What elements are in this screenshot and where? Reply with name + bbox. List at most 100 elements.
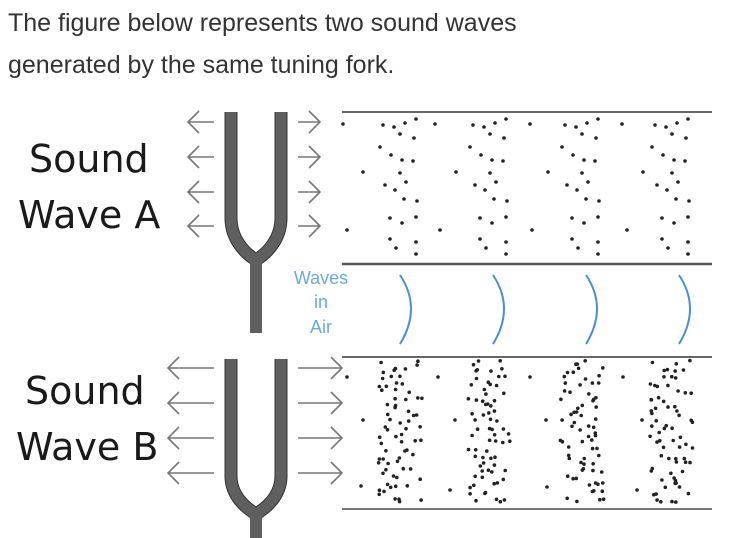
air-particle-dot [413,439,418,443]
air-particle-dot [492,481,497,486]
air-particle-dot [379,441,384,446]
air-particle-dot [596,252,600,256]
air-particle-dot [489,456,493,461]
air-particle-dot [590,489,595,494]
air-particle-dot [567,456,572,461]
air-particle-dot [683,391,688,395]
air-particle-dot [436,375,440,379]
air-particle-dot [580,171,584,175]
air-particle-dot [388,417,392,422]
air-particle-dot [345,375,349,379]
air-particle-dot [470,433,474,438]
air-particle-dot [406,409,411,414]
arrow-right-icon [298,145,322,169]
air-particle-dot [576,366,581,371]
air-particle-dot [414,252,418,256]
air-particle-dot [675,409,679,413]
wavefront-arc-icon [492,274,505,345]
air-particle-dot [596,215,600,219]
air-particle-dot [486,468,491,473]
air-particle-dot [389,374,394,379]
air-particle-dot [568,390,572,395]
air-particle-dot [661,153,665,157]
air-particle-dot [677,413,681,418]
air-particle-dot [504,252,508,256]
air-particle-dot [488,132,492,136]
arrow-left-icon [166,356,214,380]
tuning-fork-icon [224,112,288,333]
air-particle-dot [648,434,652,439]
air-particle-dot [680,469,685,474]
air-particle-dot [401,466,406,471]
air-particle-dot [414,215,418,219]
air-particle-dot [493,439,498,443]
air-particle-dot [398,171,402,175]
air-particle-dot [384,467,388,472]
air-particle-dot [394,246,398,250]
air-particle-dot [484,246,488,250]
air-particle-dot [474,376,479,381]
air-particle-dot [666,246,670,250]
air-particle-dot [670,499,674,504]
air-particle-dot [412,136,416,140]
air-particle-dot [593,417,598,421]
air-particle-dot [492,463,497,467]
air-particle-dot [662,375,666,379]
arrow-left-icon [166,426,214,450]
air-particle-dot [473,454,478,459]
arrow-right-icon [298,426,344,450]
air-particle-dot [585,121,589,125]
air-particle-dot [483,188,487,192]
air-particle-dot [597,373,601,378]
air-particle-dot [403,367,408,371]
air-particle-dot [480,475,485,480]
air-particle-dot [582,456,587,461]
air-particle-dot [490,158,494,162]
wavefront-arc-icon [399,274,412,345]
air-particle-dot [478,237,482,241]
air-particle-dot [625,228,629,232]
air-particle-dot [677,445,682,449]
air-particle-dot [388,216,392,220]
air-particle-dot [674,500,678,504]
air-particle-dot [584,197,588,201]
air-particle-dot [587,483,592,487]
air-particle-dot [650,360,655,365]
air-particle-dot [563,123,567,127]
air-particle-dot [471,362,476,367]
air-particle-dot [660,216,664,220]
arrow-right-icon [298,461,344,485]
air-particle-dot [591,462,595,466]
air-particle-dot [473,418,477,422]
air-particle-dot [399,432,404,437]
air-particle-dot [391,474,396,478]
air-particle-dot [528,122,532,126]
air-particle-dot [489,404,493,408]
air-particle-dot [394,381,399,385]
air-label-line-1: Waves [294,268,348,288]
air-particle-dot [544,418,548,422]
air-particle-dot [574,476,579,481]
air-particle-dot [684,442,688,447]
air-particle-dot [503,468,508,473]
arrow-left-icon [166,391,214,415]
air-particle-dot [653,383,657,388]
air-particle-dot [571,370,576,375]
air-particle-dot [414,117,418,121]
air-particle-dot [484,392,488,396]
air-particle-dot [571,476,575,481]
air-particle-dot [488,171,492,175]
arrow-right-icon [298,391,344,415]
air-particle-dot [478,216,482,220]
air-particle-dot [672,158,676,162]
air-particle-dot [398,421,403,425]
air-particle-dot [579,413,583,418]
air-particle-dot [476,359,481,363]
air-particle-dot [582,462,586,466]
air-particle-dot [600,489,605,494]
air-particle-dot [385,402,390,407]
air-particle-dot [580,439,585,444]
wavefront-arc-icon [585,274,598,345]
air-label-line-3: Air [310,317,332,337]
air-particle-dot [494,383,499,388]
